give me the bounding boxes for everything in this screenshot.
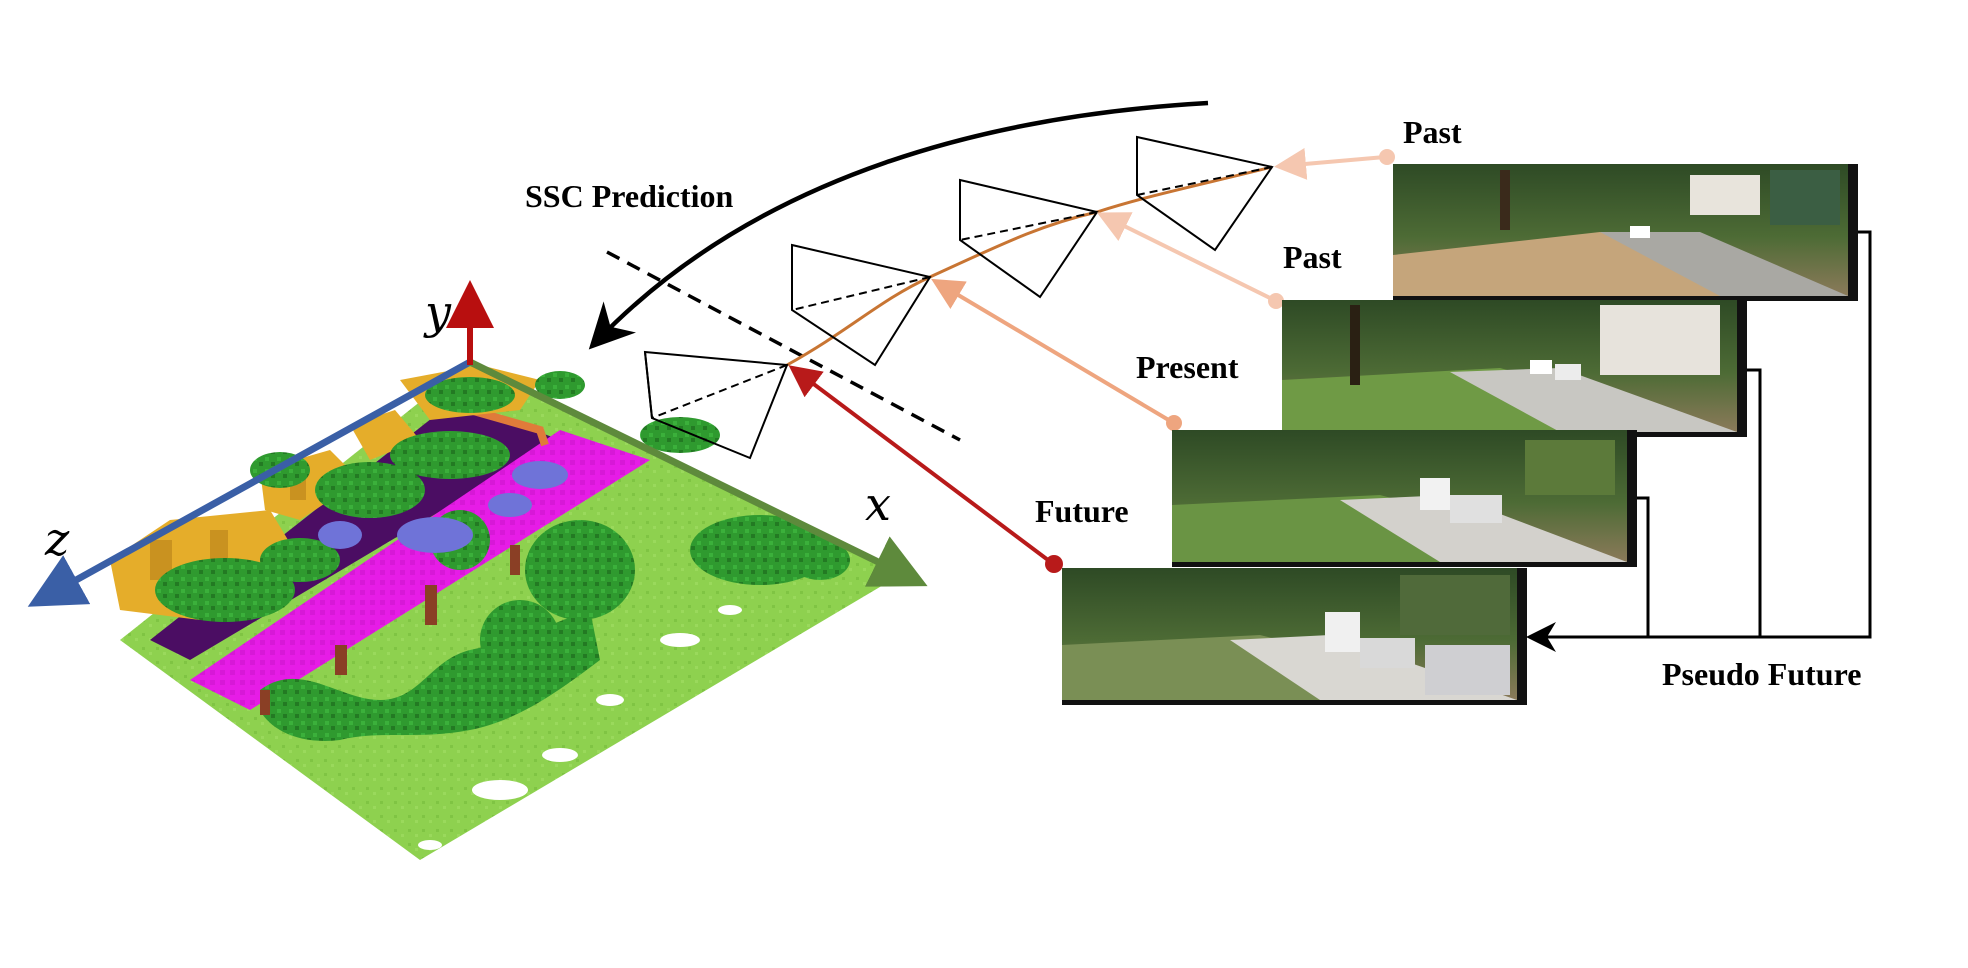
present-connector [931,278,1174,424]
pseudo-future-brackets [1526,230,1872,652]
frame-past-second [1282,300,1747,437]
axis-label-x: x [865,477,891,531]
past-second-connector [1096,212,1275,302]
past-top-connector [1274,147,1386,180]
road-strip [190,430,650,710]
axis-label-y: y [423,285,452,339]
z-axis-arrow [27,358,472,607]
camera-trajectory [786,165,1273,367]
temporal-connectors [788,147,1395,573]
image-stack [1062,164,1858,705]
frame-present [1172,430,1637,567]
axes: z x y [27,280,928,607]
present-label: Present [1136,349,1239,385]
x-axis-arrow [468,358,928,587]
building-outline [468,406,549,447]
ssc-prediction-label: SSC Prediction [525,178,734,214]
cars [318,461,568,553]
future-connector [788,365,1054,565]
future-label: Future [1035,493,1129,529]
frame-future [1062,568,1527,705]
tree-trunks [260,545,520,715]
past-second-label: Past [1283,239,1342,275]
camera-past-2 [959,178,1099,299]
camera-future [643,350,789,460]
frame-past-top [1393,164,1858,301]
prediction-dashed-divider [606,250,961,442]
pseudo-future-label: Pseudo Future [1662,656,1861,692]
camera-frustum-icon [643,135,1274,460]
past-top-label: Past [1403,114,1462,150]
camera-present [791,243,932,367]
ssc-voxel-scene [110,362,900,860]
prediction-direction-arrow [588,100,1209,350]
axis-label-z: z [44,512,70,566]
camera-past-1 [1136,135,1274,252]
vegetation-clusters [155,371,850,741]
